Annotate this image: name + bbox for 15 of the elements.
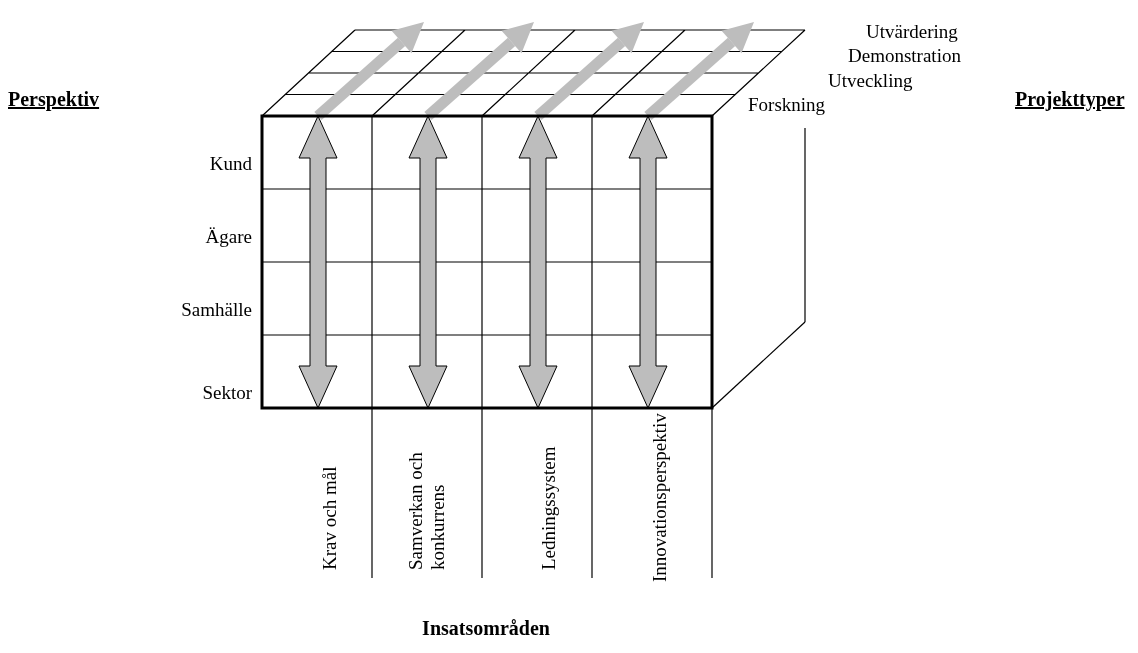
column-label: Innovationsperspektiv (649, 413, 671, 582)
column-label: Samverkan och konkurrens (405, 451, 449, 570)
axis-title: Perspektiv (8, 87, 100, 111)
column-label: Krav och mål (319, 466, 341, 570)
column-label: Ledningssystem (538, 446, 560, 570)
layer-label: Demonstration (848, 45, 961, 67)
axis-title: Insatsområden (422, 616, 550, 640)
row-label: Kund (209, 153, 252, 175)
axis-title: Projekttyper (1015, 87, 1125, 111)
row-label: Samhälle (181, 299, 252, 321)
row-label: Sektor (202, 382, 252, 404)
layer-label: Utveckling (828, 70, 913, 92)
row-label: Ägare (205, 226, 252, 248)
layer-label: Utvärdering (866, 21, 958, 43)
layer-label: Forskning (748, 94, 826, 116)
